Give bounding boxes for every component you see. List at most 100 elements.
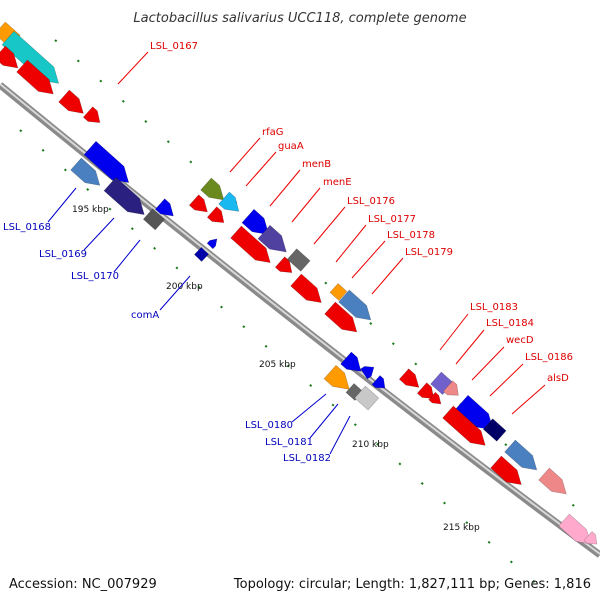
tick-mark-4 bbox=[144, 120, 148, 123]
gene-blue-2 bbox=[154, 198, 174, 217]
tick-mark-35 bbox=[264, 344, 268, 348]
tick-mark-39 bbox=[353, 423, 357, 427]
tick-mark-46 bbox=[509, 560, 513, 564]
gene-pink-1 bbox=[538, 467, 567, 495]
gene-blue-5 bbox=[371, 375, 386, 389]
gene-label-coma: comA bbox=[131, 310, 159, 321]
tick-mark-24 bbox=[19, 129, 23, 133]
gene-cyan-1 bbox=[1, 30, 60, 84]
tick-mark-16 bbox=[414, 362, 418, 366]
leader-lsl0168 bbox=[47, 187, 77, 223]
gene-blue-4 bbox=[360, 366, 375, 380]
leader-wecd bbox=[471, 346, 505, 381]
gene-label-lsl0180: LSL_0180 bbox=[245, 420, 293, 431]
gene-lsl0176 bbox=[286, 248, 311, 272]
scale-label-195: 195 kbp bbox=[72, 205, 109, 215]
leader-lsl0180 bbox=[291, 393, 327, 423]
gene-red-a bbox=[188, 194, 208, 213]
gene-lsl0184 bbox=[442, 380, 459, 396]
gene-label-lsl0178: LSL_0178 bbox=[387, 230, 435, 241]
leader-lsl0181 bbox=[309, 403, 339, 439]
gene-label-guaa: guaA bbox=[278, 141, 304, 152]
gene-red-c bbox=[230, 225, 271, 264]
gene-red-i bbox=[428, 391, 442, 405]
gene-label-lsl0169: LSL_0169 bbox=[39, 249, 87, 260]
gene-label-wecd: wecD bbox=[506, 335, 534, 346]
tick-mark-31 bbox=[175, 266, 179, 270]
tick-mark-2 bbox=[99, 79, 103, 83]
tick-mark-29 bbox=[130, 227, 134, 231]
tick-mark-1 bbox=[76, 59, 80, 63]
gene-guaa bbox=[218, 191, 240, 212]
gene-label-alsd: alsD bbox=[547, 373, 569, 384]
leader-alsd bbox=[511, 384, 546, 415]
leader-lsl0186 bbox=[489, 363, 524, 397]
tick-mark-40 bbox=[376, 442, 380, 446]
leader-lsl0169 bbox=[83, 217, 115, 251]
gene-label-lsl0184: LSL_0184 bbox=[486, 318, 534, 329]
gene-label-menb: menB bbox=[302, 159, 331, 170]
accession-text: Accession: NC_007929 bbox=[9, 577, 157, 592]
leader-lsl0167 bbox=[117, 51, 149, 85]
gene-features bbox=[0, 21, 598, 545]
gene-lsl0170 bbox=[142, 208, 166, 231]
scale-labels: 195 kbp 200 kbp 205 kbp 210 kbp 215 kbp bbox=[72, 205, 480, 533]
tick-mark-23 bbox=[571, 503, 575, 507]
tick-mark-28 bbox=[108, 207, 112, 211]
gene-rfag bbox=[200, 177, 225, 201]
leader-lsl0182 bbox=[329, 415, 351, 455]
reverse-gene-labels: LSL_0168 LSL_0169 LSL_0170 comA LSL_0180… bbox=[3, 222, 331, 464]
tick-mark-5 bbox=[166, 140, 170, 144]
tick-mark-44 bbox=[465, 521, 469, 525]
gene-lsl0178 bbox=[338, 289, 372, 321]
tick-mark-45 bbox=[487, 540, 491, 544]
tick-mark-41 bbox=[398, 462, 402, 466]
gene-menb bbox=[241, 208, 270, 236]
tick-mark-42 bbox=[420, 482, 424, 485]
leader-menb bbox=[269, 169, 301, 207]
tick-mark-47 bbox=[532, 580, 536, 583]
gene-red-0 bbox=[0, 45, 19, 69]
leader-coma bbox=[159, 275, 191, 311]
leader-lsl0184 bbox=[455, 329, 485, 365]
leader-lsl0178 bbox=[351, 240, 386, 279]
gene-red-lsl0167c bbox=[82, 106, 101, 124]
map-title: Lactobacillus salivarius UCC118, complet… bbox=[133, 11, 466, 26]
gene-label-lsl0186: LSL_0186 bbox=[525, 352, 573, 363]
scale-label-200: 200 kbp bbox=[166, 282, 203, 292]
leader-lsl0176 bbox=[313, 206, 346, 245]
topology-text: Topology: circular; Length: 1,827,111 bp… bbox=[233, 577, 591, 592]
gene-pink-2 bbox=[558, 513, 592, 545]
gene-red-b bbox=[206, 206, 225, 224]
gene-lsl0180 bbox=[323, 364, 350, 390]
tick-mark-12 bbox=[324, 281, 328, 285]
gene-lsl0182 bbox=[354, 385, 380, 411]
gene-coma-1 bbox=[193, 246, 209, 262]
gene-red-j bbox=[442, 405, 486, 446]
label-leader-lines bbox=[47, 51, 546, 455]
scale-label-205: 205 kbp bbox=[259, 360, 296, 370]
gene-red-h bbox=[416, 382, 435, 400]
tick-mark-25 bbox=[41, 148, 45, 152]
gene-label-lsl0182: LSL_0182 bbox=[283, 453, 331, 464]
tick-mark-14 bbox=[369, 322, 373, 325]
gene-label-lsl0170: LSL_0170 bbox=[71, 271, 119, 282]
gene-label-lsl0168: LSL_0168 bbox=[3, 222, 51, 233]
gene-lsl0168 bbox=[70, 157, 101, 186]
tick-mark-26 bbox=[63, 168, 67, 172]
gene-red-g bbox=[398, 368, 420, 388]
tick-mark-0 bbox=[54, 39, 58, 43]
gene-label-lsl0176: LSL_0176 bbox=[347, 196, 395, 207]
gene-label-lsl0179: LSL_0179 bbox=[405, 247, 453, 258]
tick-mark-43 bbox=[443, 501, 446, 505]
tick-mark-33 bbox=[220, 305, 223, 309]
gene-red-lsl0167b bbox=[58, 89, 84, 114]
leader-lsl0170 bbox=[113, 239, 141, 273]
tick-mark-15 bbox=[391, 342, 395, 346]
gene-coma-2 bbox=[206, 238, 218, 250]
gene-red-k bbox=[490, 455, 522, 486]
gene-label-lsl0181: LSL_0181 bbox=[265, 437, 313, 448]
tick-mark-34 bbox=[242, 325, 246, 329]
gene-red-lsl0167a bbox=[16, 59, 54, 95]
